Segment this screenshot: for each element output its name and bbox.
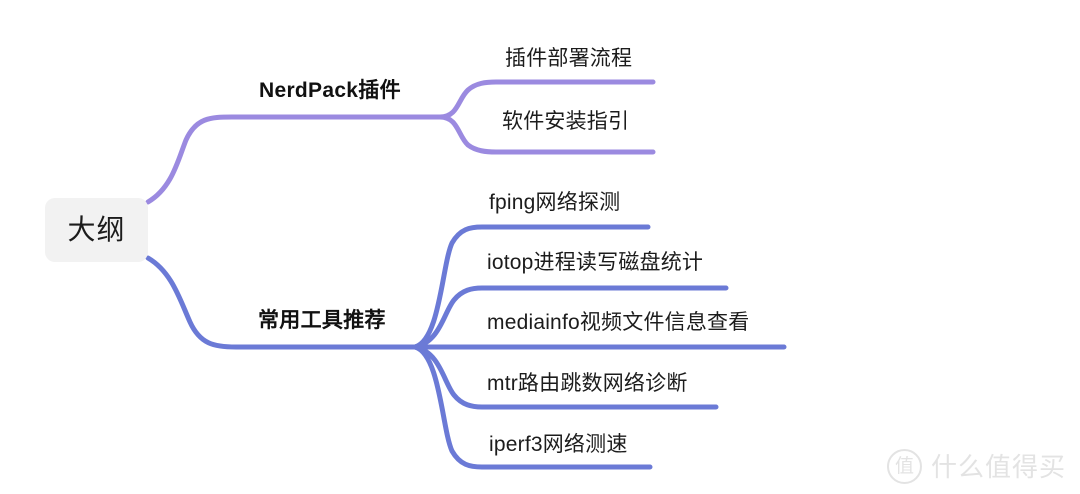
mindmap-leaf-node-mtr[interactable]: mtr路由跳数网络诊断 <box>487 372 688 395</box>
mindmap-root-node[interactable]: 大纲 <box>45 198 148 262</box>
mindmap-branch-node-nerdpack[interactable]: NerdPack插件 <box>259 79 401 102</box>
watermark: 值 什么值得买 <box>886 449 1066 484</box>
watermark-text: 什么值得买 <box>930 451 1066 482</box>
watermark-badge-icon: 值 <box>886 449 922 484</box>
mindmap-leaf-node-iperf3[interactable]: iperf3网络测速 <box>489 433 628 456</box>
mindmap-leaf-node-fping[interactable]: fping网络探测 <box>489 191 621 214</box>
mindmap-leaf-node-software-install[interactable]: 软件安装指引 <box>502 110 630 133</box>
mindmap-leaf-node-iotop[interactable]: iotop进程读写磁盘统计 <box>487 251 704 274</box>
mindmap-branch-node-tools[interactable]: 常用工具推荐 <box>258 309 386 332</box>
edge-root-to-branch-0 <box>145 114 443 205</box>
mindmap-leaf-node-mediainfo[interactable]: mediainfo视频文件信息查看 <box>487 311 750 334</box>
edge-root-to-branch-1 <box>145 255 418 350</box>
mindmap-leaf-node-plugin-deploy[interactable]: 插件部署流程 <box>505 47 633 70</box>
